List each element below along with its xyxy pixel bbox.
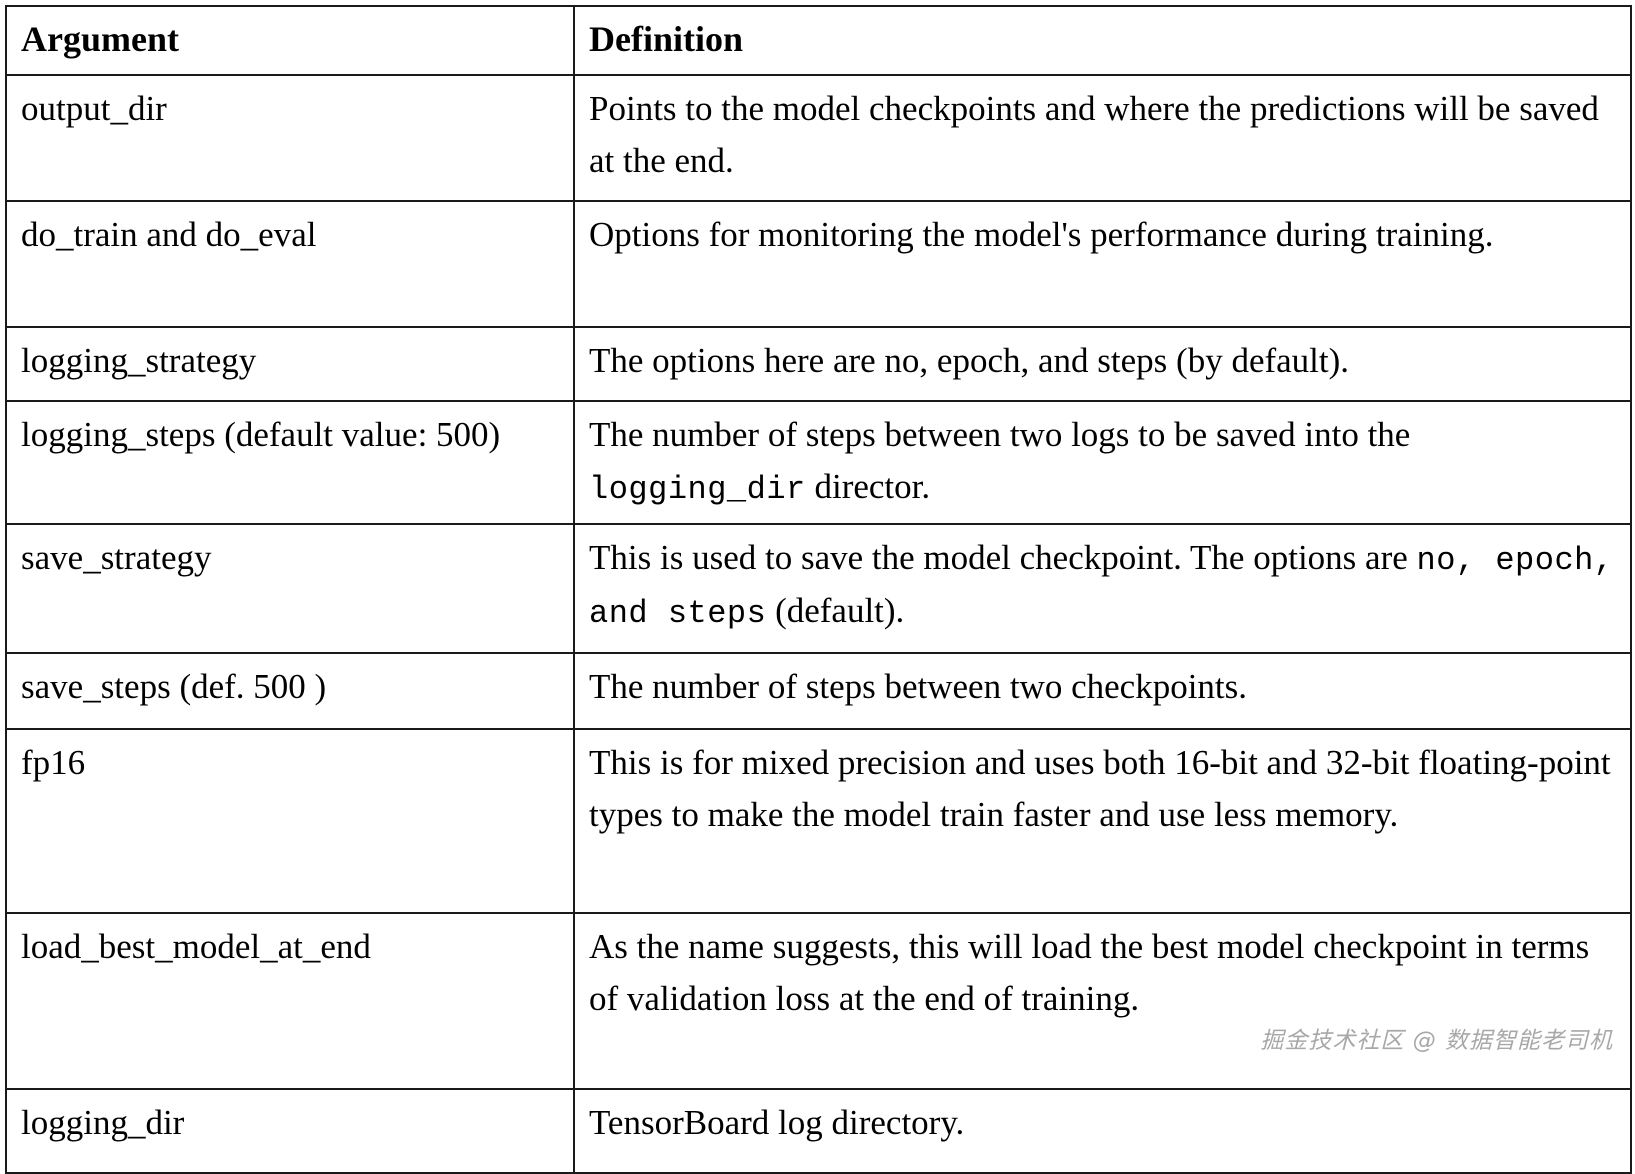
table-row: save_strategy This is used to save the m… [5,523,1632,655]
table-row: do_train and do_eval Options for monitor… [5,200,1632,329]
table-row: logging_steps (default value: 500) The n… [5,400,1632,526]
cell-definition: As the name suggests, this will load the… [573,912,1632,1091]
document-page: Argument Definition output_dir Points to… [5,4,1632,1174]
column-header-definition: Definition [573,4,1632,77]
cell-argument: logging_steps (default value: 500) [5,400,575,526]
definition-text: The number of steps between two checkpoi… [589,667,1248,707]
definition-text: This is used to save the model checkpoin… [589,538,1417,578]
definition-text: director. [805,467,931,507]
definition-text: Options for monitoring the model's perfo… [589,215,1494,255]
table-row: logging_strategy The options here are no… [5,326,1632,403]
cell-argument: do_train and do_eval [5,200,575,329]
table-row: logging_dir TensorBoard log directory. [5,1088,1632,1174]
cell-definition: Points to the model checkpoints and wher… [573,74,1632,203]
cell-definition: The number of steps between two checkpoi… [573,652,1632,731]
cell-argument: logging_strategy [5,326,575,403]
table-header: Argument Definition [5,4,1632,77]
code-token: no, epoch, and steps [589,542,1614,632]
cell-argument: save_strategy [5,523,575,655]
code-token: logging_dir [589,471,806,509]
cell-definition: This is used to save the model checkpoin… [573,523,1632,655]
table-body: output_dir Points to the model checkpoin… [5,74,1632,1174]
table-row: output_dir Points to the model checkpoin… [5,74,1632,203]
table-row: load_best_model_at_end As the name sugge… [5,912,1632,1091]
cell-definition: TensorBoard log directory. [573,1088,1632,1174]
cell-definition: The number of steps between two logs to … [573,400,1632,526]
definition-text: This is for mixed precision and uses bot… [589,743,1611,835]
arguments-definitions-table: Argument Definition output_dir Points to… [5,4,1632,1174]
cell-argument: load_best_model_at_end [5,912,575,1091]
column-header-argument: Argument [5,4,575,77]
definition-text: (default). [766,590,905,630]
cell-argument: output_dir [5,74,575,203]
table-header-row: Argument Definition [5,4,1632,77]
cell-argument: fp16 [5,728,575,915]
cell-definition: The options here are no, epoch, and step… [573,326,1632,403]
definition-text: The options here are no, epoch, and step… [589,341,1350,381]
definition-text: Points to the model checkpoints and wher… [589,89,1599,181]
table-row: save_steps (def. 500 ) The number of ste… [5,652,1632,731]
definition-text: As the name suggests, this will load the… [589,927,1590,1019]
cell-argument: logging_dir [5,1088,575,1174]
table-row: fp16 This is for mixed precision and use… [5,728,1632,915]
cell-definition: Options for monitoring the model's perfo… [573,200,1632,329]
definition-text: The number of steps between two logs to … [589,415,1411,455]
definition-text: TensorBoard log directory. [589,1103,965,1143]
cell-argument: save_steps (def. 500 ) [5,652,575,731]
cell-definition: This is for mixed precision and uses bot… [573,728,1632,915]
